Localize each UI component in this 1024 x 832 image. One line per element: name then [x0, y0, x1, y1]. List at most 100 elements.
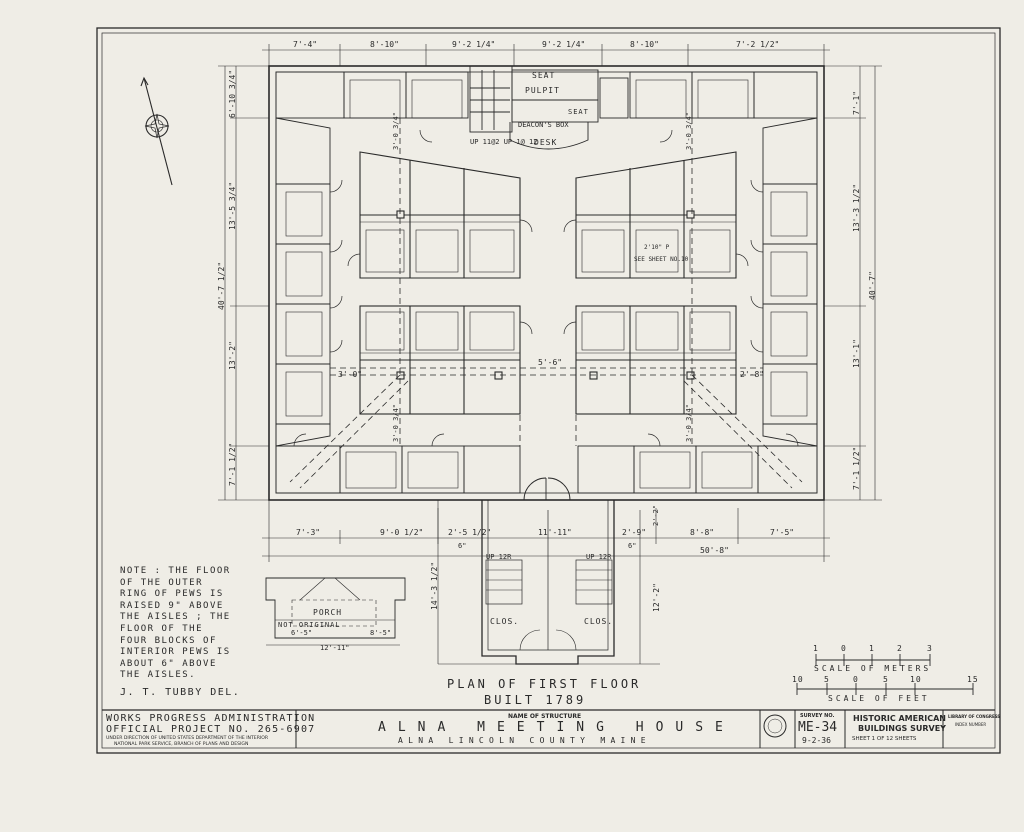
pulpit-area — [469, 65, 629, 150]
scale-meters-tick-4: 2 — [897, 644, 903, 653]
dim-top-6: 7'-2 1/2" — [736, 40, 780, 49]
label-stair-left: UP 12R — [486, 553, 512, 561]
dim-top-4: 9'-2 1/4" — [542, 40, 586, 49]
dim-aisle-tr: 3'-0 3/4" — [685, 112, 693, 150]
note-line: RAISED 9" ABOVE — [120, 600, 224, 611]
dim-bottom-7: 7'-5" — [770, 528, 795, 537]
note-line: FLOOR OF THE — [120, 623, 204, 634]
dim-center-aisle: 5'-6" — [538, 358, 563, 367]
note-line: FOUR BLOCKS OF — [120, 635, 217, 646]
dim-left-aisle: 3'-0" — [338, 370, 363, 379]
dim-top-5: 8'-10" — [630, 40, 659, 49]
agency-line-1: WORKS PROGRESS ADMINISTRATION — [106, 713, 316, 724]
perimeter-pews-bottom — [275, 445, 818, 494]
dim-aisle-bl: 3'-0 3/4" — [392, 404, 400, 442]
label-up-pulpit: UP 11@2 UP 1@ 12 — [470, 138, 538, 146]
scale-feet-label: SCALE OF FEET — [828, 694, 930, 703]
scale-meters-tick-3: 1 — [869, 644, 875, 653]
dim-bottom-5: 2'-9" — [622, 528, 647, 537]
dim-left-2: 13'-5 3/4" — [228, 181, 237, 230]
label-closet-right: CLOS. — [584, 617, 614, 626]
habs-line-1: HISTORIC AMERICAN — [853, 714, 946, 723]
dim-left-5: 7'-1 1/2" — [228, 442, 237, 486]
dim-left-1: 6'-10 3/4" — [228, 69, 237, 118]
dim-top-1: 7'-4" — [293, 40, 318, 49]
dim-porch-w2: 8'-5" — [370, 629, 392, 637]
note-line: THE AISLES. — [120, 670, 197, 681]
dim-right-5: 7'-1 1/2" — [852, 446, 861, 490]
agency-line-4: NATIONAL PARK SERVICE, BRANCH OF PLANS A… — [114, 742, 249, 747]
dim-bottom-4: 11'-11" — [538, 528, 572, 537]
label-deacons-box: DEACON'S BOX — [518, 121, 569, 129]
agency-line-2: OFFICIAL PROJECT NO. 265-6907 — [106, 724, 316, 735]
dim-bottom-3: 2'-5 1/2" — [448, 528, 492, 537]
drawing-title: PLAN OF FIRST FLOOR — [447, 677, 642, 691]
dim-right-4: 13'-1" — [852, 339, 861, 368]
north-arrow — [140, 76, 173, 186]
dim-right-2: 13'-3 1/2" — [852, 183, 861, 232]
dim-left-3: 40'-7 1/2" — [217, 261, 226, 310]
survey-label: SURVEY NO. — [800, 713, 835, 719]
scale-feet-tick-5: 10 — [910, 675, 922, 684]
perimeter-pews-right — [762, 117, 818, 447]
interior-pew-block-sw — [359, 305, 521, 415]
label-pulpit: PULPIT — [525, 86, 560, 95]
structure-name: ALNA MEETING HOUSE — [378, 720, 735, 735]
dim-aisle-tl: 3'-0 3/4" — [392, 112, 400, 150]
scale-feet-tick-2: 5 — [824, 675, 830, 684]
drawing-subtitle: BUILT 1789 — [484, 693, 587, 707]
note-line: RING OF PEWS IS — [120, 589, 224, 600]
survey-date: 9-2-36 — [802, 736, 831, 745]
scale-meters-tick-1: 1 — [813, 644, 819, 653]
library-line-1: LIBRARY OF CONGRESS — [948, 714, 1001, 719]
note-line: INTERIOR PEWS IS — [120, 647, 231, 658]
delineator: J. T. TUBBY DEL. — [120, 687, 241, 698]
porch-inset-plan — [265, 577, 406, 639]
label-stair-right: UP 12R — [586, 553, 612, 561]
dim-aisle-br: 3'-0 3/4" — [685, 404, 693, 442]
dim-top-3: 9'-2 1/4" — [452, 40, 496, 49]
scale-meters-label: SCALE OF METERS — [814, 664, 932, 673]
interior-pew-block-ne — [575, 151, 737, 279]
scale-feet-tick-4: 5 — [883, 675, 889, 684]
dim-overall: 50'-8" — [700, 546, 729, 555]
dim-bottom-2: 9'-0 1/2" — [380, 528, 424, 537]
label-porch: PORCH — [313, 608, 343, 617]
habs-line-2: BUILDINGS SURVEY — [858, 724, 946, 733]
note-line: OF THE OUTER — [120, 577, 204, 588]
dim-porch-inner: 12'-2" — [652, 583, 661, 612]
dim-porch-depth: 14'-3 1/2" — [430, 561, 439, 610]
inner-border — [101, 32, 996, 749]
label-see-sheet: SEE SHEET NO.10 — [634, 256, 689, 263]
dim-top-2: 8'-10" — [370, 40, 399, 49]
library-line-2: INDEX NUMBER — [955, 722, 987, 727]
dim-porch-step: 2'-2" — [652, 504, 660, 526]
scale-meters-tick-2: 0 — [841, 644, 847, 653]
outer-border — [96, 27, 1001, 754]
columns — [396, 210, 695, 380]
agency-line-3: UNDER DIRECTION OF UNITED STATES DEPARTM… — [106, 736, 269, 741]
scale-feet-tick-3: 0 — [853, 675, 859, 684]
dim-right-3: 40'-7" — [868, 271, 877, 300]
dim-right-aisle: 2'-8" — [740, 370, 765, 379]
label-seat-top: SEAT — [532, 71, 556, 80]
front-door — [523, 477, 571, 501]
floor-note: NOTE : THE FLOOR OF THE OUTER RING OF PE… — [120, 566, 231, 682]
pew-door-swings — [293, 129, 799, 447]
label-desk: DESK — [534, 138, 558, 147]
exterior-walls — [268, 65, 825, 501]
dim-bottom-1: 7'-3" — [296, 528, 321, 537]
structure-location: ALNA LINCOLN COUNTY MAINE — [398, 736, 651, 745]
scale-feet-tick-6: 15 — [967, 675, 979, 684]
perimeter-pews-top — [275, 71, 818, 119]
dimension-lines — [218, 44, 882, 665]
interior-pew-block-se — [575, 305, 737, 415]
gallery-above-lines — [289, 118, 803, 489]
scale-meters-tick-5: 3 — [927, 644, 933, 653]
scale-bars — [796, 654, 974, 695]
dim-porch-6b: 6" — [628, 542, 637, 550]
dim-porch-w3: 12'-11" — [320, 644, 350, 652]
interior-pew-block-nw — [359, 151, 521, 279]
